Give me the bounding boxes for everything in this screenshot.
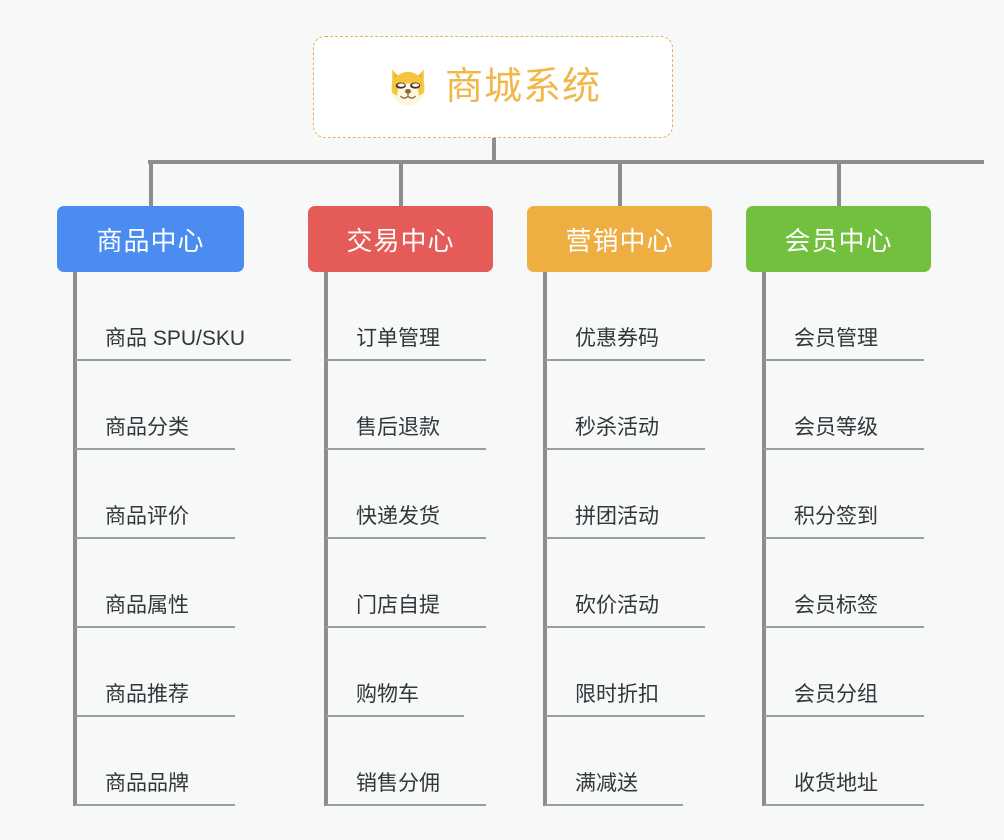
leaf-item-underline bbox=[764, 448, 924, 450]
leaf-item[interactable]: 快递发货 bbox=[326, 450, 506, 539]
leaf-item[interactable]: 会员标签 bbox=[764, 539, 944, 628]
leaf-item-underline bbox=[326, 448, 486, 450]
leaf-item[interactable]: 会员等级 bbox=[764, 361, 944, 450]
category-label-0: 商品中心 bbox=[96, 225, 205, 256]
leaf-item-underline bbox=[326, 715, 464, 717]
leaf-item-underline bbox=[764, 359, 924, 361]
leaf-item-label: 商品品牌 bbox=[105, 772, 189, 795]
leaf-item-label: 订单管理 bbox=[356, 327, 440, 350]
leaf-item-label: 积分签到 bbox=[794, 505, 878, 528]
branch-column-0: 商品 SPU/SKU 商品分类商品评价商品属性商品推荐商品品牌 bbox=[73, 272, 333, 806]
leaf-item[interactable]: 商品评价 bbox=[75, 450, 255, 539]
category-box-2[interactable]: 营销中心 bbox=[527, 206, 712, 272]
leaf-item-label: 会员标签 bbox=[794, 594, 878, 617]
category-box-1[interactable]: 交易中心 bbox=[308, 206, 493, 272]
shiba-dog-face-icon bbox=[391, 69, 425, 105]
leaf-item-underline bbox=[545, 626, 705, 628]
leaf-item-label: 会员分组 bbox=[794, 683, 878, 706]
leaf-item-label: 商品属性 bbox=[105, 594, 189, 617]
leaf-item-underline bbox=[764, 626, 924, 628]
leaf-item-underline bbox=[75, 448, 235, 450]
leaf-item-underline bbox=[545, 804, 683, 806]
leaf-item[interactable]: 商品属性 bbox=[75, 539, 255, 628]
leaf-item-label: 会员管理 bbox=[794, 327, 878, 350]
leaf-item-underline bbox=[764, 804, 924, 806]
leaf-item-underline bbox=[75, 804, 235, 806]
branch-trunk-1 bbox=[324, 272, 328, 806]
leaf-item[interactable]: 满减送 bbox=[545, 717, 703, 806]
leaf-item-underline bbox=[545, 448, 705, 450]
leaf-item-label: 快递发货 bbox=[356, 505, 440, 528]
leaf-item[interactable]: 拼团活动 bbox=[545, 450, 725, 539]
leaf-item-label: 售后退款 bbox=[356, 416, 440, 439]
root-title: 商城系统 bbox=[444, 66, 601, 108]
leaf-item-label: 拼团活动 bbox=[575, 505, 659, 528]
leaf-item-label: 满减送 bbox=[575, 772, 638, 795]
leaf-item-label: 购物车 bbox=[356, 683, 419, 706]
leaf-item[interactable]: 会员管理 bbox=[764, 272, 944, 361]
leaf-item[interactable]: 收货地址 bbox=[764, 717, 944, 806]
leaf-item-underline bbox=[545, 359, 705, 361]
branch-trunk-3 bbox=[762, 272, 766, 806]
leaf-item-label: 商品 SPU/SKU bbox=[105, 327, 246, 350]
leaf-item[interactable]: 会员分组 bbox=[764, 628, 944, 717]
leaf-item-underline bbox=[75, 359, 291, 361]
leaf-item-underline bbox=[545, 537, 705, 539]
leaf-item[interactable]: 门店自提 bbox=[326, 539, 506, 628]
leaf-item[interactable]: 优惠券码 bbox=[545, 272, 725, 361]
leaf-item[interactable]: 积分签到 bbox=[764, 450, 944, 539]
leaf-item-underline bbox=[764, 715, 924, 717]
leaf-item-underline bbox=[326, 537, 486, 539]
leaf-item[interactable]: 砍价活动 bbox=[545, 539, 725, 628]
connector-drop-1 bbox=[398, 160, 403, 206]
leaf-item-underline bbox=[545, 715, 705, 717]
connector-drop-3 bbox=[836, 160, 841, 206]
leaf-item-label: 限时折扣 bbox=[575, 683, 659, 706]
leaf-item-underline bbox=[75, 537, 235, 539]
leaf-item-label: 砍价活动 bbox=[575, 594, 659, 617]
leaf-item-underline bbox=[75, 715, 235, 717]
connector-root-stem bbox=[492, 138, 496, 164]
leaf-item[interactable]: 商品推荐 bbox=[75, 628, 255, 717]
leaf-item[interactable]: 商品 SPU/SKU bbox=[75, 272, 311, 361]
category-label-3: 会员中心 bbox=[784, 225, 893, 256]
leaf-item-underline bbox=[326, 804, 486, 806]
connector-horizontal-bus bbox=[148, 160, 984, 164]
leaf-item-underline bbox=[75, 626, 235, 628]
leaf-item-label: 商品推荐 bbox=[105, 683, 189, 706]
leaf-item-label: 收货地址 bbox=[794, 772, 878, 795]
leaf-item-label: 商品分类 bbox=[105, 416, 189, 439]
branch-trunk-2 bbox=[543, 272, 547, 806]
leaf-item-label: 销售分佣 bbox=[356, 772, 440, 795]
leaf-item[interactable]: 限时折扣 bbox=[545, 628, 725, 717]
leaf-item[interactable]: 售后退款 bbox=[326, 361, 506, 450]
connector-drop-2 bbox=[617, 160, 622, 206]
leaf-item-label: 优惠券码 bbox=[575, 327, 659, 350]
category-box-0[interactable]: 商品中心 bbox=[57, 206, 244, 272]
leaf-item[interactable]: 商品品牌 bbox=[75, 717, 255, 806]
category-box-3[interactable]: 会员中心 bbox=[746, 206, 931, 272]
leaf-item-underline bbox=[326, 359, 486, 361]
leaf-item[interactable]: 购物车 bbox=[326, 628, 484, 717]
branch-trunk-0 bbox=[73, 272, 77, 806]
leaf-item-label: 会员等级 bbox=[794, 416, 878, 439]
leaf-item-underline bbox=[326, 626, 486, 628]
category-label-2: 营销中心 bbox=[565, 225, 674, 256]
connector-drop-0 bbox=[148, 160, 153, 206]
category-label-1: 交易中心 bbox=[346, 225, 455, 256]
leaf-item-label: 秒杀活动 bbox=[575, 416, 659, 439]
leaf-item-label: 门店自提 bbox=[356, 594, 440, 617]
leaf-item[interactable]: 销售分佣 bbox=[326, 717, 506, 806]
root-node[interactable]: 商城系统 bbox=[313, 36, 673, 138]
leaf-item[interactable]: 商品分类 bbox=[75, 361, 255, 450]
leaf-item-underline bbox=[764, 537, 924, 539]
leaf-item-label: 商品评价 bbox=[105, 505, 189, 528]
leaf-item[interactable]: 订单管理 bbox=[326, 272, 506, 361]
branch-column-2: 优惠券码秒杀活动拼团活动砍价活动限时折扣满减送 bbox=[543, 272, 803, 806]
branch-column-3: 会员管理会员等级积分签到会员标签会员分组收货地址 bbox=[762, 272, 1004, 806]
leaf-item[interactable]: 秒杀活动 bbox=[545, 361, 725, 450]
branch-column-1: 订单管理售后退款快递发货门店自提购物车销售分佣 bbox=[324, 272, 584, 806]
